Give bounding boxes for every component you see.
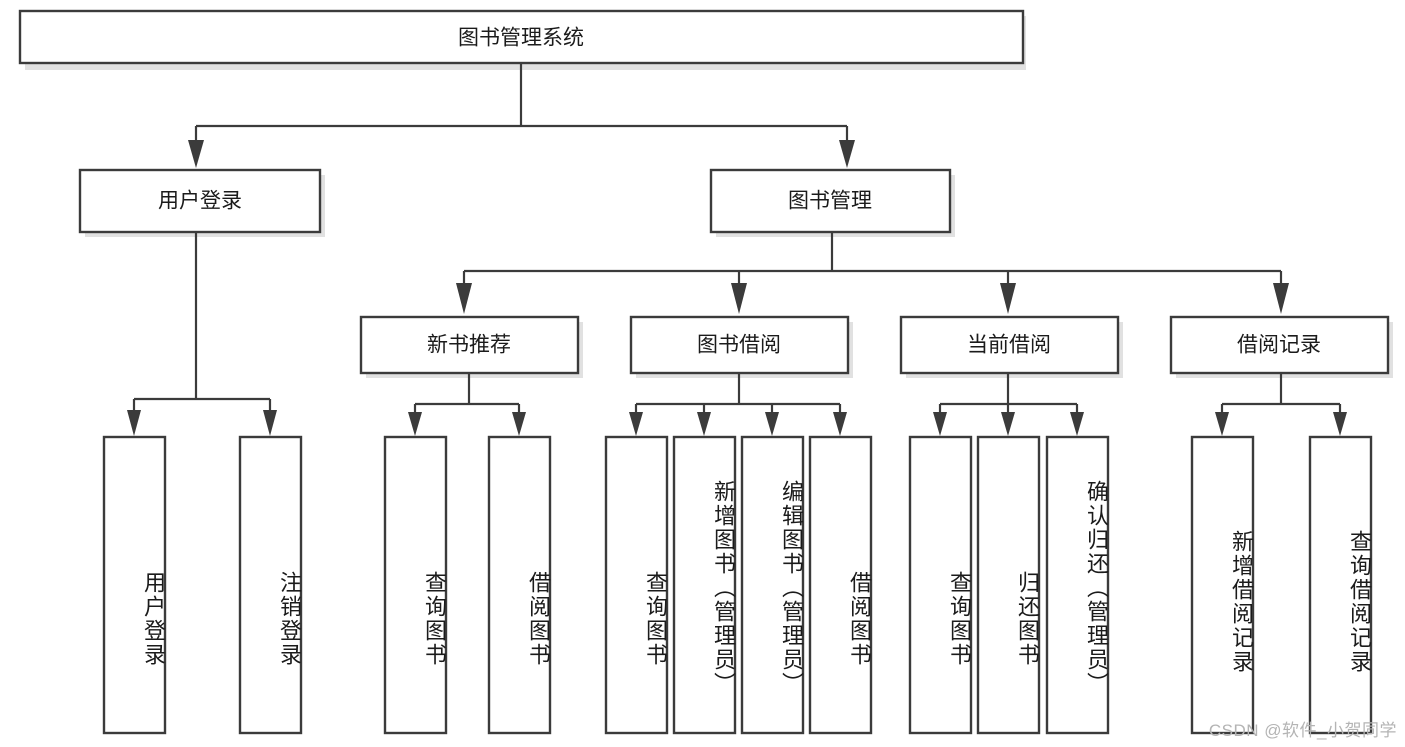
connector-userlogin-to-leaves: [127, 232, 277, 436]
watermark-text: CSDN @软件_小贺同学: [1208, 721, 1397, 740]
node-root-label: 图书管理系统: [458, 27, 584, 50]
node-current-borrow[interactable]: [899, 315, 1120, 375]
leaf-box-book-borrow-3[interactable]: [808, 435, 873, 735]
leaf-box-borrow-record-0[interactable]: [1190, 435, 1255, 735]
node-book-management-label: 图书管理: [788, 190, 872, 213]
node-new-book-recommend[interactable]: [359, 315, 580, 375]
connector-newbook-to-leaves: [408, 373, 526, 436]
leaf-box-user-login-0[interactable]: [102, 435, 167, 735]
node-book-borrow[interactable]: [629, 315, 850, 375]
leaf-box-user-login-1[interactable]: [238, 435, 303, 735]
leaf-box-current-borrow-1[interactable]: [976, 435, 1041, 735]
node-borrow-record[interactable]: [1169, 315, 1390, 375]
leaf-box-current-borrow-2[interactable]: [1045, 435, 1110, 735]
node-borrow-record-label: 借阅记录: [1237, 334, 1321, 357]
leaf-box-new-book-1[interactable]: [487, 435, 552, 735]
leaf-box-new-book-0[interactable]: [383, 435, 448, 735]
connector-borrowrecord-to-leaves: [1215, 373, 1347, 436]
node-root[interactable]: [18, 9, 1025, 65]
connector-root-to-level2: [188, 63, 855, 168]
node-user-login-label: 用户登录: [158, 190, 242, 213]
node-user-login[interactable]: [78, 168, 322, 234]
connector-bookmgmt-to-level3: [456, 232, 1289, 314]
leaf-box-borrow-record-1[interactable]: [1308, 435, 1373, 735]
node-new-book-recommend-label: 新书推荐: [427, 334, 511, 357]
node-book-management[interactable]: [709, 168, 952, 234]
leaf-box-current-borrow-0[interactable]: [908, 435, 973, 735]
node-current-borrow-label: 当前借阅: [967, 334, 1051, 357]
leaf-box-book-borrow-2[interactable]: [740, 435, 805, 735]
connector-currentborrow-to-leaves: [933, 373, 1084, 436]
leaf-box-book-borrow-1[interactable]: [672, 435, 737, 735]
node-book-borrow-label: 图书借阅: [697, 334, 781, 357]
leaf-box-book-borrow-0[interactable]: [604, 435, 669, 735]
connector-bookborrow-to-leaves: [629, 373, 847, 436]
